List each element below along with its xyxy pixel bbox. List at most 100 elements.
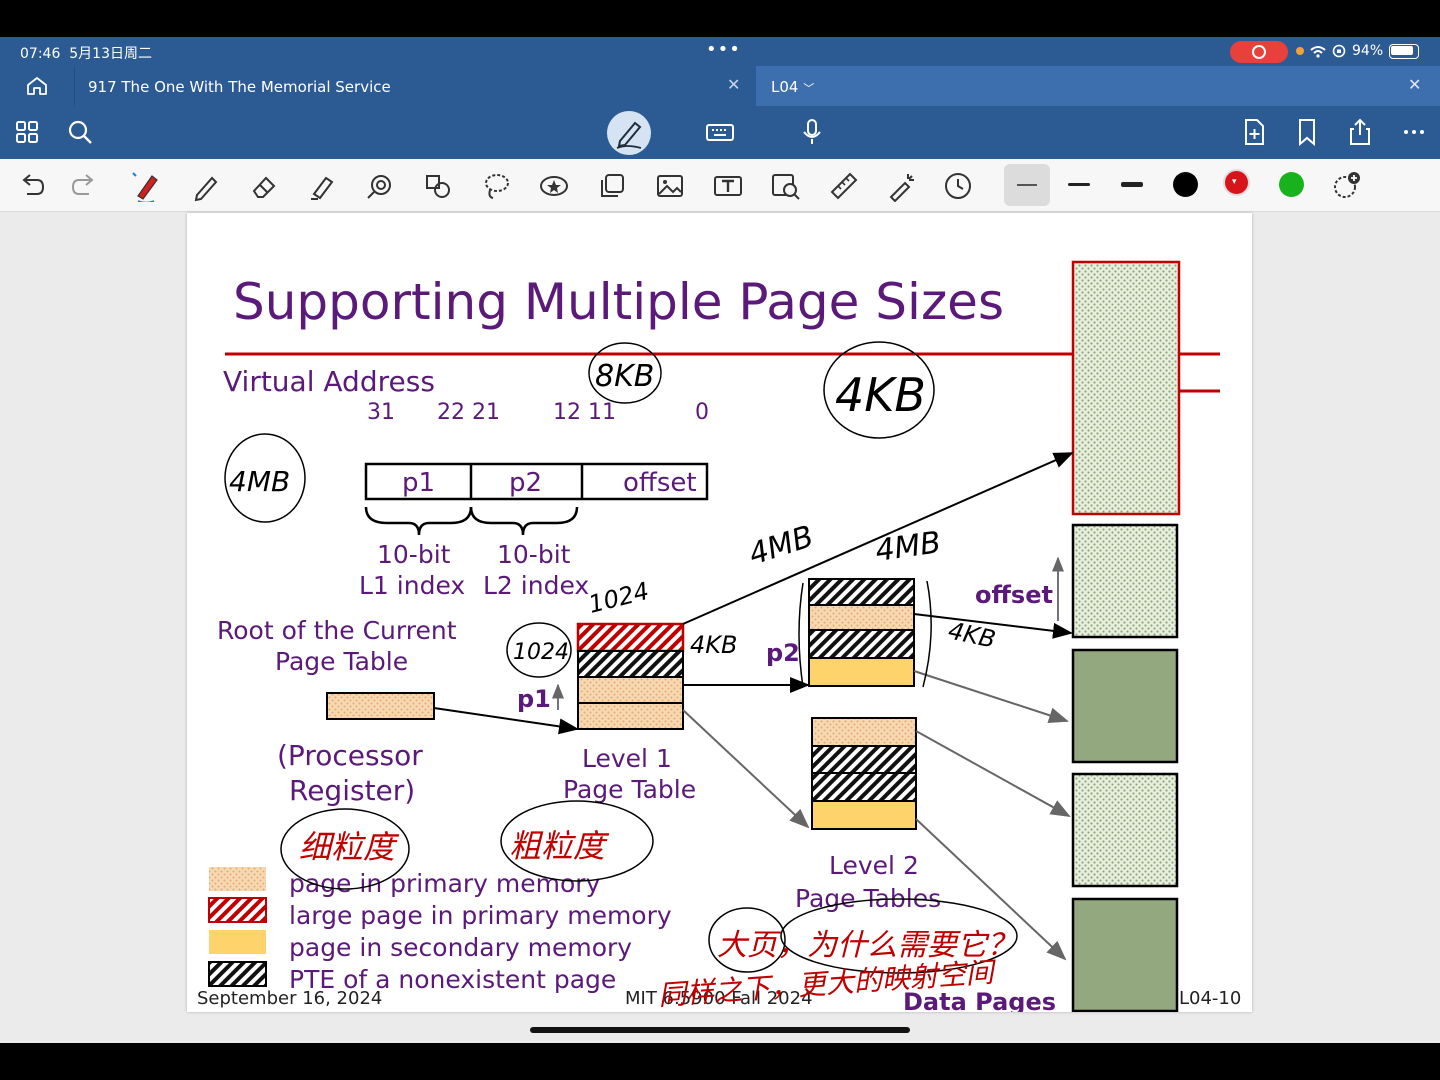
keyboard-icon[interactable] (704, 116, 736, 148)
root-label-2: Page Table (275, 647, 408, 676)
virtual-address-label: Virtual Address (223, 365, 435, 398)
legend-swatch-page (209, 867, 266, 891)
thin-stroke-button[interactable] (1004, 164, 1050, 206)
l2-index-label: L2 index (483, 571, 589, 600)
drawing-toolbar: ▾ (0, 159, 1440, 212)
chevron-down-icon: ▾ (1232, 177, 1237, 187)
black-color-swatch[interactable] (1173, 172, 1198, 197)
text-box-icon[interactable] (712, 170, 744, 202)
screen-record-icon[interactable] (1230, 41, 1288, 63)
home-icon[interactable] (26, 76, 48, 96)
mic-indicator-icon (1296, 47, 1304, 55)
pen-mode-button[interactable] (607, 111, 651, 155)
note-4kb-2: 4KB (690, 631, 737, 659)
processor-label: (Processor (277, 739, 423, 772)
l1-index-bits: 10-bit (377, 540, 451, 569)
pencil-tool-icon[interactable] (190, 170, 222, 202)
redo-icon[interactable] (68, 170, 100, 202)
root-label: Root of the Current (217, 616, 457, 645)
brace-l1 (364, 506, 473, 536)
medium-stroke-button[interactable] (1068, 183, 1090, 186)
data-page (1071, 897, 1179, 1013)
eraser-tool-icon[interactable] (248, 170, 280, 202)
level1-label: Level 1 (582, 744, 672, 773)
l2b-entry-pte (811, 772, 917, 802)
field-p1: p1 (402, 468, 435, 498)
note-4mb-2: 4MB (745, 519, 818, 573)
footer-page-number: L04-10 (1179, 988, 1241, 1009)
l1-entry-large (576, 622, 685, 653)
multitask-dots-icon[interactable]: ••• (706, 39, 741, 60)
l1-entry-page (577, 702, 684, 730)
undo-icon[interactable] (16, 170, 48, 202)
processor-label-2: Register) (289, 774, 415, 807)
legend-pte: PTE of a nonexistent page (289, 965, 616, 994)
search-icon[interactable] (64, 116, 96, 148)
zoom-image-icon[interactable] (770, 170, 802, 202)
chevron-down-icon: ﹀ (803, 82, 815, 95)
clock-icon[interactable] (942, 170, 974, 202)
data-page (1071, 648, 1179, 764)
tab-close-icon[interactable]: ✕ (1408, 75, 1422, 94)
sticker-tool-icon[interactable] (538, 170, 570, 202)
tab-close-icon[interactable]: ✕ (727, 75, 741, 94)
data-page (1071, 523, 1179, 639)
tab-bar: 917 The One With The Memorial Service ✕ … (0, 66, 1440, 106)
laser-pointer-icon[interactable] (886, 170, 918, 202)
green-color-swatch[interactable] (1279, 172, 1304, 197)
l1-entry-pte-nonexistent (577, 650, 684, 678)
slide-title: Supporting Multiple Page Sizes (233, 273, 1004, 331)
offset-label: offset (975, 581, 1053, 609)
bit-31: 31 (367, 400, 395, 425)
note-1024b: 1024 (513, 640, 569, 665)
microphone-icon[interactable] (796, 116, 828, 148)
pen-writing-icon (616, 121, 642, 149)
element-tool-icon[interactable] (422, 170, 454, 202)
home-indicator[interactable] (530, 1027, 910, 1033)
wifi-icon (1310, 45, 1326, 58)
field-offset: offset (623, 468, 697, 498)
footer-course: MIT 6.5900 Fall 2024 (625, 988, 813, 1009)
copy-tool-icon[interactable] (596, 170, 628, 202)
p2-label: p2 (766, 639, 800, 667)
pen-tool-icon[interactable] (130, 170, 162, 202)
slide-canvas: Supporting Multiple Page Sizes Virtual A… (197, 260, 1241, 1016)
legend-large-page: large page in primary memory (289, 901, 672, 930)
l2-entry-pte (808, 629, 915, 659)
bookmark-icon[interactable] (1291, 116, 1323, 148)
footer-date: September 16, 2024 (197, 988, 382, 1009)
va-box (364, 462, 709, 501)
l2-entry-secondary (808, 657, 915, 687)
add-color-icon[interactable] (1330, 170, 1362, 202)
share-icon[interactable] (1344, 116, 1376, 148)
note-4kb-3: 4KB (946, 616, 998, 653)
brace-l2 (469, 506, 579, 536)
more-options-icon[interactable] (1398, 116, 1430, 148)
status-time: 07:46 5月13日周二 (20, 46, 152, 62)
highlighter-tool-icon[interactable] (306, 170, 338, 202)
battery-icon (1389, 43, 1420, 59)
lasso-tool-icon[interactable] (480, 170, 512, 202)
status-indicators: 94% (1296, 43, 1420, 59)
data-page-large (1071, 260, 1181, 516)
legend-swatch-pte (208, 961, 267, 987)
grid-view-icon[interactable] (12, 116, 44, 148)
tab-title: L04 ﹀ (771, 78, 815, 96)
red-color-swatch[interactable]: ▾ (1223, 169, 1250, 196)
ruler-icon[interactable] (828, 170, 860, 202)
slide-page[interactable]: Supporting Multiple Page Sizes Virtual A… (187, 213, 1252, 1016)
tab-l04[interactable]: L04 ﹀ ✕ (756, 66, 1440, 106)
legend-swatch-secondary (209, 930, 266, 954)
image-tool-icon[interactable] (654, 170, 686, 202)
bit-22-21: 22 21 (437, 400, 500, 425)
level2-label: Level 2 (829, 851, 919, 880)
bit-12-11: 12 11 (553, 400, 616, 425)
note-4mb-3: 4MB (873, 525, 943, 569)
tab-memorial-service[interactable]: 917 The One With The Memorial Service ✕ (74, 66, 757, 106)
status-bar: 07:46 5月13日周二 ••• 94% (0, 37, 1440, 66)
shape-tool-icon[interactable] (364, 170, 396, 202)
thick-stroke-button[interactable] (1121, 182, 1143, 187)
add-page-icon[interactable] (1238, 116, 1270, 148)
note-question: 大页，为什么需要它？ (717, 928, 1017, 963)
legend-swatch-large (208, 897, 267, 923)
